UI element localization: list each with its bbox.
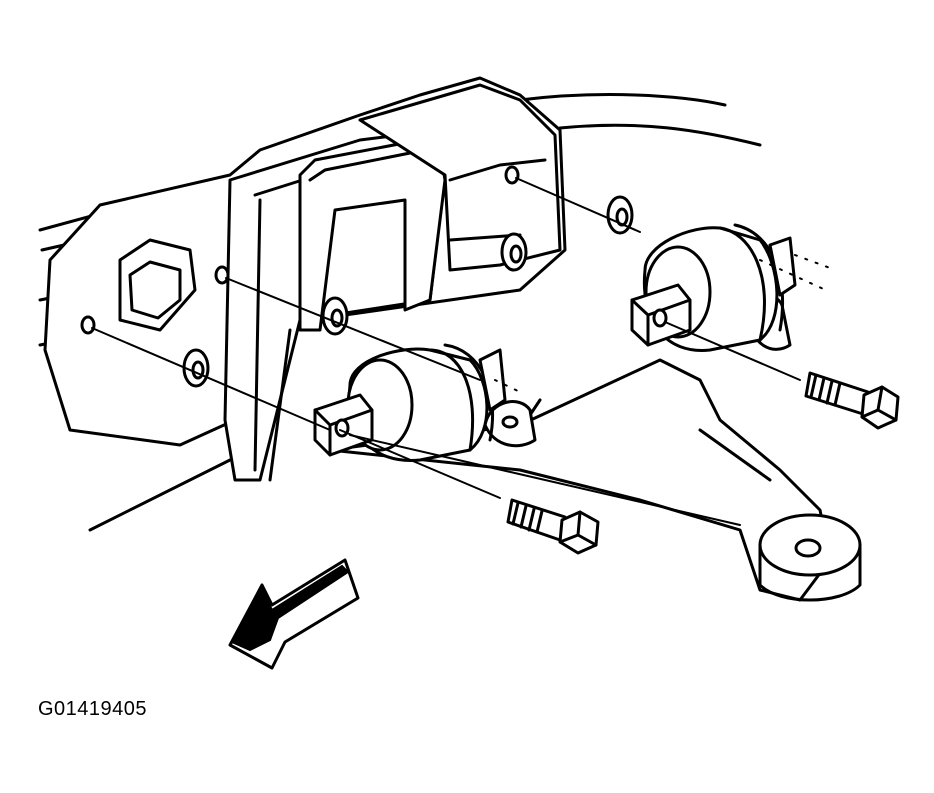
figure-id-label: G01419405 bbox=[38, 698, 148, 720]
front-bolt bbox=[506, 498, 600, 555]
front-bushing bbox=[313, 343, 507, 462]
alignment-lines bbox=[91, 177, 831, 526]
rear-bolt bbox=[804, 371, 900, 430]
rear-bushing bbox=[630, 223, 797, 352]
front-direction-arrow-icon bbox=[228, 558, 360, 670]
